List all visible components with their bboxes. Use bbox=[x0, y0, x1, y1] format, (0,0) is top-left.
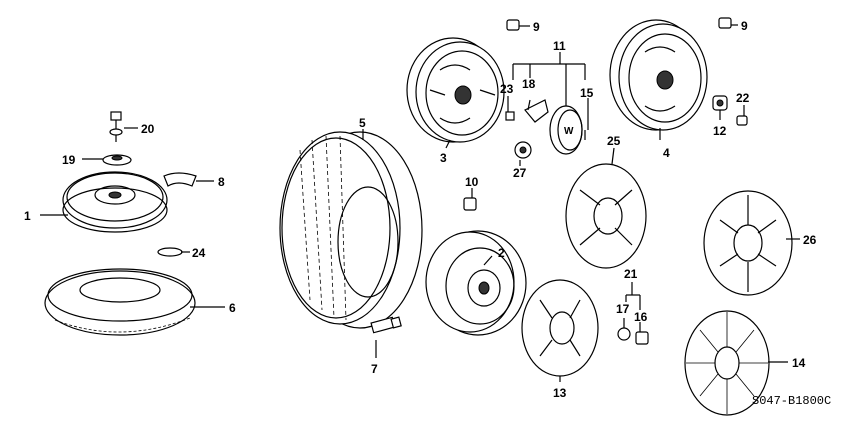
callout-17: 17 bbox=[616, 302, 630, 316]
callout-9a: 9 bbox=[533, 20, 540, 34]
spare-tire[interactable] bbox=[44, 268, 196, 336]
callout-10: 10 bbox=[465, 175, 479, 189]
spare-wheel[interactable] bbox=[62, 171, 168, 233]
leader-lines bbox=[40, 24, 800, 382]
wheel-cover-c[interactable] bbox=[521, 279, 599, 377]
center-cap[interactable]: W bbox=[549, 105, 583, 155]
wheel-bolt[interactable] bbox=[736, 115, 748, 126]
steel-wheel[interactable] bbox=[425, 230, 527, 336]
callout-18: 18 bbox=[522, 77, 536, 91]
balance-weight-a[interactable] bbox=[506, 19, 520, 31]
callout-19: 19 bbox=[62, 153, 76, 167]
callout-13: 13 bbox=[553, 386, 567, 400]
callout-15: 15 bbox=[580, 86, 594, 100]
callout-21: 21 bbox=[624, 267, 638, 281]
callout-1: 1 bbox=[24, 209, 31, 223]
balance-weight-b[interactable] bbox=[718, 17, 732, 29]
tire-valve[interactable] bbox=[370, 316, 402, 334]
callout-4: 4 bbox=[663, 146, 670, 160]
wheel-cover-a[interactable] bbox=[565, 163, 647, 269]
callout-3: 3 bbox=[440, 151, 447, 165]
callout-14: 14 bbox=[792, 356, 806, 370]
valve-nut[interactable] bbox=[617, 327, 631, 341]
callout-27: 27 bbox=[513, 166, 527, 180]
valve-stem[interactable] bbox=[635, 331, 649, 345]
diagram-code: S047-B1800C bbox=[752, 394, 831, 408]
wheel-nut-a[interactable] bbox=[514, 141, 532, 159]
callout-24: 24 bbox=[192, 246, 206, 260]
callouts: 1 2 3 4 5 6 7 8 9 9 10 11 12 13 14 15 16… bbox=[24, 19, 831, 408]
spacer-part[interactable] bbox=[163, 172, 197, 187]
cap-screw[interactable] bbox=[505, 111, 515, 121]
callout-2: 2 bbox=[498, 246, 505, 260]
callout-6: 6 bbox=[229, 301, 236, 315]
wheel-cover-d[interactable] bbox=[684, 310, 770, 416]
svg-text:W: W bbox=[564, 126, 574, 137]
spare-hold-down-nut[interactable] bbox=[102, 154, 132, 166]
valve-cap[interactable] bbox=[463, 197, 477, 211]
callout-23: 23 bbox=[500, 82, 514, 96]
callout-26: 26 bbox=[803, 233, 817, 247]
callout-16: 16 bbox=[634, 310, 648, 324]
cap-spider[interactable] bbox=[524, 99, 549, 123]
spare-hold-down-bolt[interactable] bbox=[109, 111, 123, 142]
wheel-cover-b[interactable] bbox=[703, 190, 793, 296]
callout-7: 7 bbox=[371, 362, 378, 376]
callout-22: 22 bbox=[736, 91, 750, 105]
callout-25: 25 bbox=[607, 134, 621, 148]
wheel-nut-b[interactable] bbox=[712, 95, 728, 111]
alloy-wheel-b[interactable] bbox=[609, 19, 708, 131]
callout-5: 5 bbox=[359, 116, 366, 130]
callout-8: 8 bbox=[218, 175, 225, 189]
callout-9b: 9 bbox=[741, 19, 748, 33]
label-ring[interactable] bbox=[157, 247, 183, 257]
callout-20: 20 bbox=[141, 122, 155, 136]
callout-12: 12 bbox=[713, 124, 727, 138]
callout-11: 11 bbox=[553, 39, 566, 53]
alloy-wheel-a[interactable] bbox=[406, 37, 505, 143]
main-tire[interactable] bbox=[279, 131, 423, 329]
